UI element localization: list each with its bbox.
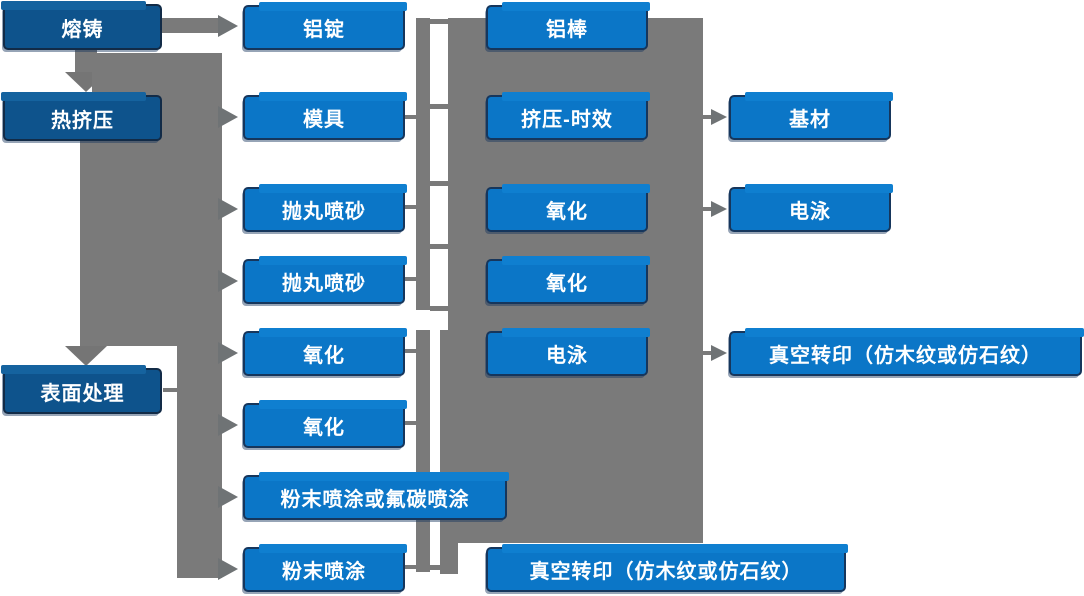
connector-lower-trunk	[177, 346, 222, 578]
stem-to-vacuum-transfer	[703, 351, 713, 355]
arrow-to-base-material-icon	[711, 109, 727, 125]
node-vacuum-transfer-print-2: 真空转印（仿木纹或仿石纹）	[729, 328, 1084, 376]
arrow-to-oxidation-1-icon	[218, 342, 238, 364]
tick-left-row4	[405, 277, 416, 281]
tick-left-row2	[405, 115, 416, 119]
arrow-to-powder-coating-icon	[218, 558, 238, 580]
tick-right-row3	[430, 181, 448, 186]
node-vacuum-transfer-print-1: 真空转印（仿木纹或仿石纹）	[486, 544, 848, 592]
node-powder-or-fluorocarbon-coating: 粉末喷涂或氟碳喷涂	[243, 472, 509, 520]
tick-right-row4	[430, 244, 448, 249]
stage-surface-treatment: 表面处理	[1, 365, 162, 414]
stage-melting-casting: 熔铸	[1, 1, 162, 50]
arrow-to-powder-fluorocarbon-icon	[218, 486, 238, 508]
tick-left-row6	[405, 421, 416, 425]
arrow-down-to-surface-treatment-icon	[65, 346, 107, 366]
arrow-to-shot-blasting-2-icon	[218, 270, 238, 292]
stem-to-base-material	[703, 115, 713, 119]
arrow-to-aluminum-ingot-icon	[218, 15, 238, 37]
connector-melt-to-ingot-stem	[160, 18, 218, 33]
node-electrophoresis-1: 电泳	[486, 328, 650, 376]
node-oxidation-4: 氧化	[486, 256, 650, 304]
arrow-to-oxidation-2-icon	[218, 414, 238, 436]
node-aluminum-rod: 铝棒	[486, 2, 650, 50]
connector-rail-upper	[416, 18, 430, 310]
arrow-to-vacuum-transfer-icon	[711, 345, 727, 361]
node-electrophoresis-2: 电泳	[729, 184, 893, 232]
tick-left-row8	[405, 565, 416, 569]
connector-blob-upper	[92, 53, 222, 95]
node-oxidation-1: 氧化	[243, 328, 407, 376]
node-powder-coating: 粉末喷涂	[243, 544, 407, 592]
node-aluminum-ingot: 铝锭	[243, 2, 407, 50]
arrow-to-shot-blasting-1-icon	[218, 198, 238, 220]
node-shot-blasting-1: 抛丸喷砂	[243, 184, 407, 232]
tick-right-row1	[430, 19, 448, 24]
tick-left-row3	[405, 205, 416, 209]
node-mold: 模具	[243, 92, 407, 140]
node-oxidation-2: 氧化	[243, 400, 407, 448]
tick-right-row5	[430, 306, 448, 311]
node-extrusion-aging: 挤压-时效	[486, 92, 650, 140]
node-shot-blasting-2: 抛丸喷砂	[243, 256, 407, 304]
connector-surface-treatment-tie	[163, 388, 179, 392]
tick-right-row8	[430, 565, 448, 570]
tick-left-row5	[405, 349, 416, 353]
node-oxidation-3: 氧化	[486, 184, 650, 232]
arrow-to-mold-icon	[218, 106, 238, 128]
arrow-to-electrophoresis-icon	[711, 201, 727, 217]
stem-to-electrophoresis	[703, 207, 713, 211]
node-base-material: 基材	[729, 92, 893, 140]
connector-rail-lower	[416, 330, 430, 572]
tick-right-row2	[430, 104, 448, 109]
stage-hot-extrusion: 热挤压	[1, 92, 162, 141]
